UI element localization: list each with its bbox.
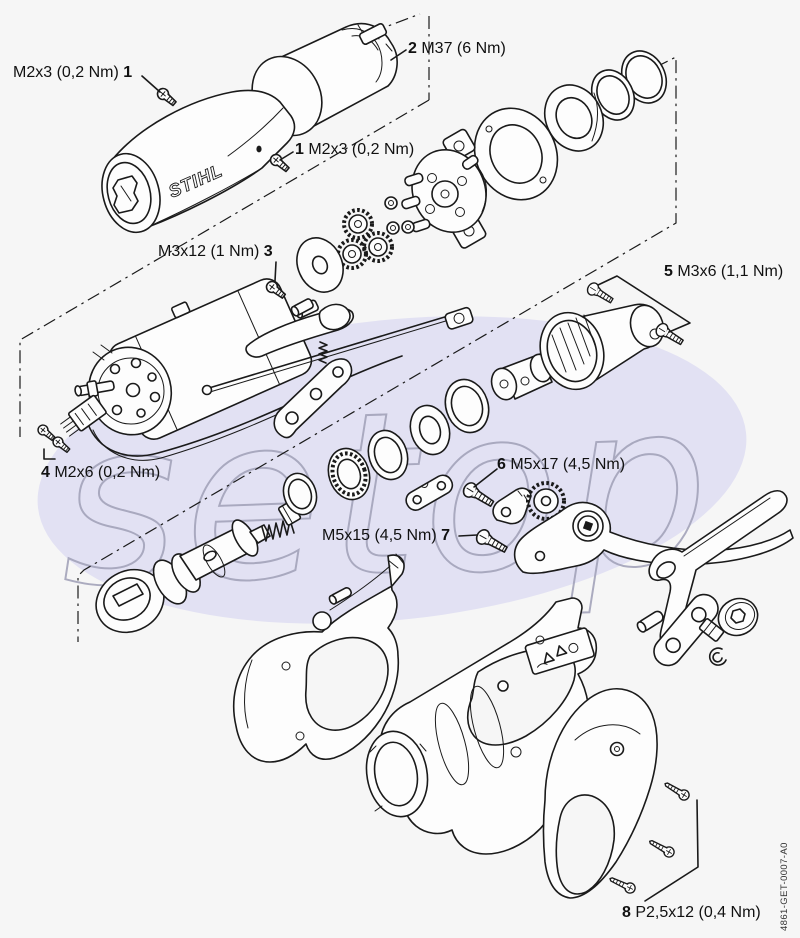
o-ring-inner bbox=[590, 69, 636, 121]
small-pin bbox=[328, 587, 352, 605]
gear-carrier bbox=[401, 128, 487, 249]
control-arm bbox=[245, 298, 354, 358]
label-number: 7 bbox=[441, 527, 451, 544]
torque-label-6: 6 M5x17 (4,5 Nm) bbox=[497, 456, 625, 474]
label-number: 1 bbox=[123, 64, 133, 81]
hinge-pin bbox=[636, 610, 664, 633]
label-text: M2x3 (0,2 Nm) bbox=[13, 64, 124, 81]
screw-5b bbox=[653, 320, 687, 349]
motor-wiring bbox=[60, 355, 403, 461]
label-text: M3x6 (1,1 Nm) bbox=[672, 263, 784, 280]
label-number: 5 bbox=[664, 263, 673, 280]
torque-label-1-mid: 1 M2x3 (0,2 Nm) bbox=[295, 141, 414, 159]
label4-bracket bbox=[43, 448, 56, 460]
label-text: M5x17 (4,5 Nm) bbox=[505, 456, 626, 473]
warning-label bbox=[524, 627, 595, 675]
motor-housing-cap: STIHL bbox=[101, 89, 296, 234]
washer-chain bbox=[282, 378, 490, 516]
label-number: 2 bbox=[408, 40, 417, 57]
torque-label-1-left: M2x3 (0,2 Nm) 1 bbox=[13, 64, 132, 82]
screw-1a bbox=[154, 85, 179, 109]
torque-label-4: 4 M2x6 (0,2 Nm) bbox=[41, 464, 160, 482]
label-text: P2,5x12 (0,4 Nm) bbox=[630, 904, 761, 921]
gear-sector bbox=[492, 487, 532, 525]
pawl-lever bbox=[273, 358, 353, 439]
housing-shell-right bbox=[365, 597, 598, 855]
drawing-number: 4861-GET-0007-A0 bbox=[779, 842, 790, 931]
label-text: M3x12 (1 Nm) bbox=[158, 243, 264, 260]
actuating-rod bbox=[201, 306, 474, 396]
torque-label-5: 5 M3x6 (1,1 Nm) bbox=[664, 263, 783, 281]
leader-lines bbox=[141, 49, 699, 902]
label-number: 1 bbox=[295, 141, 304, 158]
label-number: 6 bbox=[497, 456, 506, 473]
label-text: M5x15 (4,5 Nm) bbox=[322, 527, 442, 544]
screw-8a bbox=[661, 778, 692, 803]
label-number: 8 bbox=[622, 904, 631, 921]
link-plate bbox=[653, 593, 719, 667]
rear-cover bbox=[542, 688, 658, 899]
ball-bearing bbox=[543, 84, 605, 152]
torque-label-8: 8 P2,5x12 (0,4 Nm) bbox=[622, 904, 761, 922]
thrust-washer-disc bbox=[296, 237, 344, 293]
label-text: M37 (6 Nm) bbox=[416, 40, 506, 57]
label-number: 4 bbox=[41, 464, 50, 481]
screw-8b bbox=[646, 836, 677, 860]
spindle-assembly bbox=[95, 496, 313, 634]
flange-ring bbox=[473, 107, 559, 201]
spring bbox=[318, 341, 328, 364]
clamp-bracket bbox=[405, 474, 454, 511]
drive-coupler bbox=[490, 353, 553, 401]
label-text: M2x3 (0,2 Nm) bbox=[303, 141, 415, 158]
blade-lever bbox=[513, 501, 794, 575]
planet-gears bbox=[336, 196, 415, 270]
torque-label-3: M3x12 (1 Nm) 3 bbox=[158, 243, 273, 261]
housing-shell-left bbox=[232, 553, 405, 763]
label-text: M2x6 (0,2 Nm) bbox=[49, 464, 161, 481]
label-number: 3 bbox=[263, 243, 273, 260]
sector-gear-wheel bbox=[526, 481, 566, 521]
torque-label-7: M5x15 (4,5 Nm) 7 bbox=[322, 527, 450, 545]
pivot-bolt bbox=[698, 597, 759, 642]
e-clip bbox=[708, 647, 727, 666]
screw-8c bbox=[607, 873, 638, 896]
torque-label-2: 2 M37 (6 Nm) bbox=[408, 40, 506, 58]
